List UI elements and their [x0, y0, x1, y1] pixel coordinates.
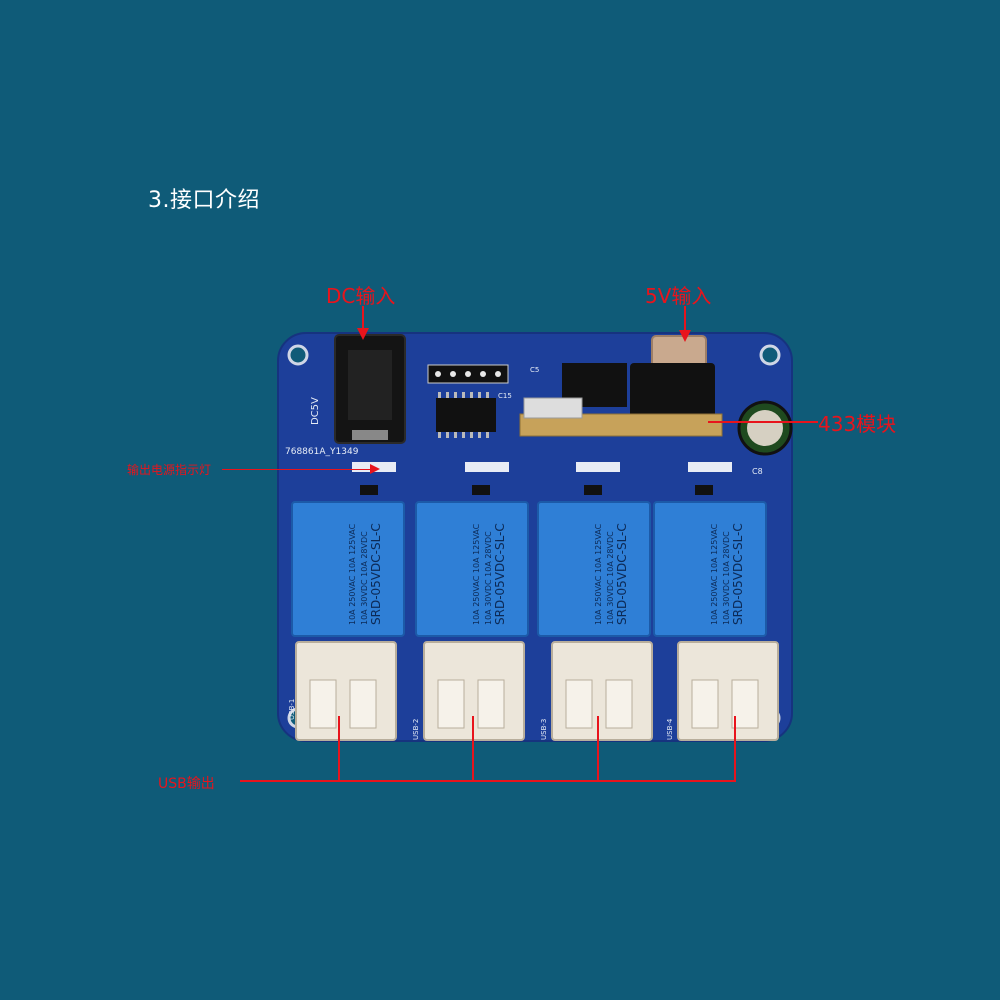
dc-input-arrowhead: [357, 328, 369, 340]
svg-text:10A 30VDC 10A 28VDC: 10A 30VDC 10A 28VDC: [606, 531, 615, 625]
svg-text:10A 30VDC 10A 28VDC: 10A 30VDC 10A 28VDC: [360, 531, 369, 625]
svg-text:SRD-05VDC-SL-C: SRD-05VDC-SL-C: [369, 523, 383, 625]
svg-text:SRD-05VDC-SL-C: SRD-05VDC-SL-C: [731, 523, 745, 625]
dc-input-label: DC输入: [326, 284, 396, 308]
v5-input-arrowhead: [679, 330, 691, 342]
usb-port-2: USB-2: [412, 641, 525, 741]
ic-chip: [436, 398, 496, 432]
svg-text:10A 30VDC 10A 28VDC: 10A 30VDC 10A 28VDC: [722, 531, 731, 625]
usb-output-drop-1: [338, 716, 340, 782]
mount-hole-tl: [287, 344, 309, 366]
rf-433-module-coil: [630, 363, 715, 419]
usb-output-label: USB输出: [158, 776, 215, 792]
usb-port-3: USB-3: [540, 641, 653, 741]
svg-text:SRD-05VDC-SL-C: SRD-05VDC-SL-C: [493, 523, 507, 625]
usb-port-4: USB-4: [666, 641, 779, 741]
svg-text:USB-3: USB-3: [540, 719, 548, 740]
svg-text:10A 30VDC 10A 28VDC: 10A 30VDC 10A 28VDC: [484, 531, 493, 625]
svg-text:10A 250VAC 10A 125VAC: 10A 250VAC 10A 125VAC: [594, 523, 603, 625]
power-indicator-arrowhead: [370, 464, 380, 474]
module-433-label: 433模块: [818, 412, 897, 436]
module-433-line: [708, 421, 818, 423]
usb-output-drop-3: [597, 716, 599, 782]
silk-c5: C5: [530, 366, 539, 374]
silk-c15: C15: [498, 392, 512, 400]
svg-text:SRD-05VDC-SL-C: SRD-05VDC-SL-C: [615, 523, 629, 625]
usb-output-bus-line: [240, 780, 736, 782]
relay-1: SRD-05VDC-SL-C 10A 250VAC 10A 125VAC 10A…: [291, 501, 405, 637]
power-indicator-line: [222, 469, 372, 470]
v5-input-label: 5V输入: [645, 284, 712, 308]
usb-output-drop-4: [734, 716, 736, 782]
relay-3: SRD-05VDC-SL-C 10A 250VAC 10A 125VAC 10A…: [537, 501, 651, 637]
svg-text:10A 250VAC 10A 125VAC: 10A 250VAC 10A 125VAC: [348, 523, 357, 625]
relay-4: SRD-05VDC-SL-C 10A 250VAC 10A 125VAC 10A…: [653, 501, 767, 637]
svg-text:USB-2: USB-2: [412, 719, 420, 740]
mount-hole-tr: [759, 344, 781, 366]
svg-text:10A 250VAC 10A 125VAC: 10A 250VAC 10A 125VAC: [710, 523, 719, 625]
v5-input-arrow-line: [684, 306, 686, 332]
usb-output-drop-2: [472, 716, 474, 782]
svg-text:10A 250VAC 10A 125VAC: 10A 250VAC 10A 125VAC: [472, 523, 481, 625]
svg-text:USB-4: USB-4: [666, 718, 674, 740]
dc-input-arrow-line: [362, 306, 364, 330]
page-title: 3.接口介绍: [148, 188, 260, 213]
rf-433-module-board: [519, 413, 723, 437]
power-indicator-label: 输出电源指示灯: [127, 463, 212, 477]
usb-port-1: USB-1: [288, 641, 397, 741]
silk-model: 768861A_Y1349: [285, 447, 359, 457]
silk-dc5v: DC5V: [310, 397, 321, 425]
svg-text:USB-1: USB-1: [288, 699, 296, 720]
silk-c8: C8: [752, 467, 763, 476]
relay-2: SRD-05VDC-SL-C 10A 250VAC 10A 125VAC 10A…: [415, 501, 529, 637]
